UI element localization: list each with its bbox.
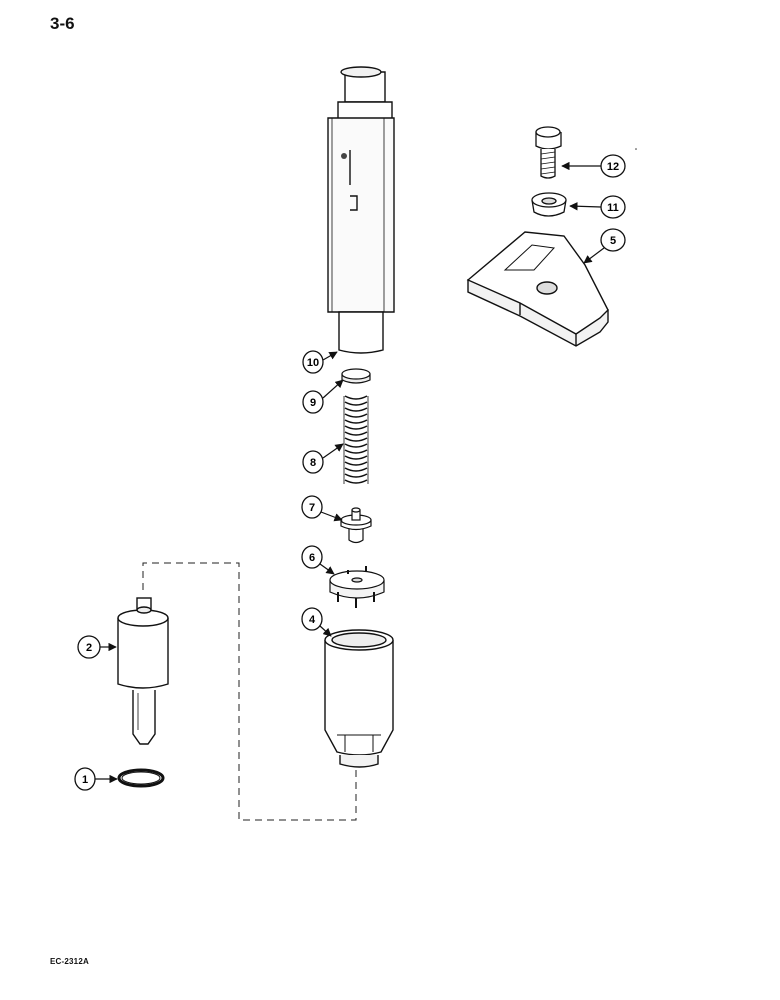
clamp-part <box>466 231 609 347</box>
callout-2: 2 <box>77 635 117 659</box>
figure-code: EC-2312A <box>50 957 89 966</box>
assembly-dashed-line <box>142 562 357 821</box>
injector-body-part <box>327 66 395 354</box>
callout-8: 9 <box>302 379 344 414</box>
callout-5: 6 <box>301 545 335 575</box>
callout-label: 12 <box>607 161 619 173</box>
callout-label: 6 <box>309 552 315 564</box>
callout-label: 1 <box>82 774 88 786</box>
spring-part <box>343 395 369 484</box>
page-number: 3-6 <box>50 14 75 33</box>
seal-ring-part <box>117 768 165 788</box>
callout-1: 1 <box>74 767 118 791</box>
callout-11: 11 <box>569 195 626 219</box>
bolt-part <box>535 126 562 179</box>
callout-label: 10 <box>307 357 319 369</box>
nozzle-nut-part <box>324 629 394 768</box>
callout-label: 11 <box>607 202 619 214</box>
print-speck <box>635 148 637 150</box>
callout-6: 7 <box>301 495 343 522</box>
nozzle-part <box>117 597 169 745</box>
spherical-washer-part <box>531 192 567 217</box>
callout-10: 5 <box>583 228 626 264</box>
callout-label: 8 <box>310 457 316 469</box>
shim-washer-part <box>341 368 371 384</box>
callout-label: 5 <box>610 235 616 247</box>
callout-label: 2 <box>86 642 92 654</box>
callout-label: 9 <box>310 397 316 409</box>
callout-label: 4 <box>309 614 316 626</box>
callout-12: 12 <box>561 154 626 178</box>
spindle-part <box>340 507 372 544</box>
callout-4: 4 <box>301 607 332 637</box>
callout-7: 8 <box>302 443 344 474</box>
callout-label: 7 <box>309 502 315 514</box>
intermediate-plate-part <box>329 566 385 608</box>
callout-9: 10 <box>302 350 338 374</box>
